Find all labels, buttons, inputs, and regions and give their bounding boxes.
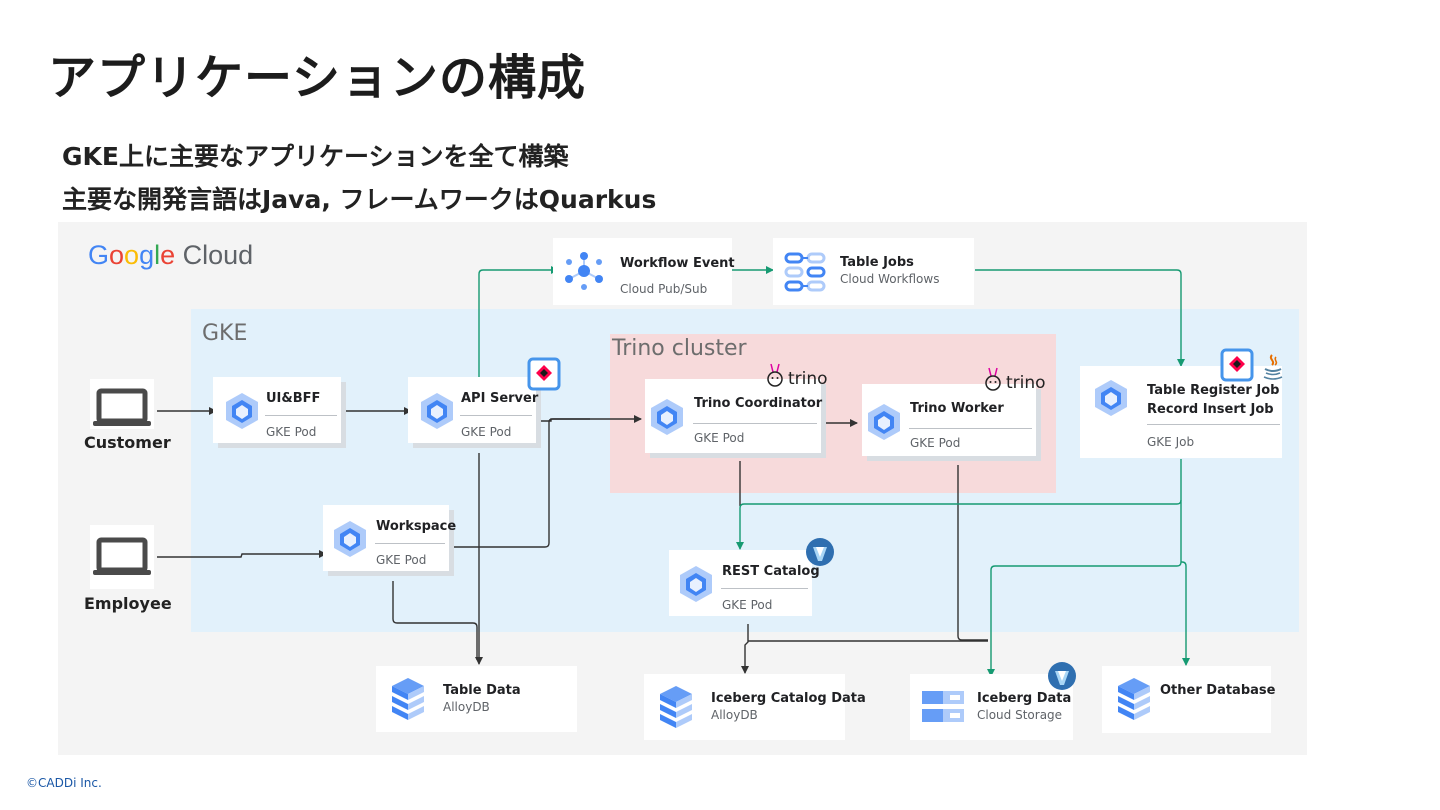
node-title: API Server	[461, 391, 539, 406]
gke-hexagon-icon	[334, 521, 366, 557]
gke-hexagon-icon	[680, 566, 712, 602]
quarkus-icon	[1220, 348, 1254, 382]
node-table-data[interactable]: Table Data AlloyDB	[376, 666, 577, 732]
node-title: Table Jobs	[840, 255, 914, 270]
gke-label: GKE	[202, 321, 248, 346]
node-subtitle: GKE Pod	[722, 598, 773, 612]
divider	[460, 415, 532, 416]
trino-logo-text: trino	[1006, 373, 1046, 393]
gke-hexagon-icon	[868, 404, 900, 440]
node-rest-catalog[interactable]: REST Catalog GKE Pod	[669, 550, 820, 616]
node-subtitle: GKE Pod	[266, 425, 317, 439]
iceberg-icon	[1048, 662, 1076, 690]
cloud-storage-icon	[922, 691, 964, 722]
employee-label: Employee	[84, 594, 172, 613]
node-subtitle: GKE Pod	[461, 425, 512, 439]
gke-hexagon-icon	[226, 393, 258, 429]
trino-bunny-icon	[985, 367, 1001, 391]
arrow-workspace-to-tabledata	[392, 581, 478, 660]
node-title: UI&BFF	[266, 391, 321, 406]
customer-label: Customer	[84, 433, 171, 452]
node-title: Workspace	[376, 519, 457, 534]
google-cloud-logo: Google Cloud	[88, 240, 254, 270]
laptop-icon	[93, 388, 151, 426]
node-title: Trino Coordinator	[694, 396, 823, 411]
iceberg-icon	[806, 538, 834, 566]
arrow-rest-to-catalogdata	[741, 624, 749, 674]
node-subtitle: Cloud Storage	[977, 708, 1063, 722]
gke-hexagon-icon	[1095, 380, 1127, 416]
bullet-2: 主要な開発言語はJava, フレームワークはQuarkus	[62, 185, 657, 214]
node-subtitle: Cloud Pub/Sub	[620, 282, 708, 296]
node-subtitle: AlloyDB	[443, 700, 490, 714]
customer-laptop	[90, 379, 154, 429]
quarkus-icon	[527, 357, 561, 391]
node-subtitle: GKE Pod	[694, 431, 745, 445]
bullet-1: GKE上に主要なアプリケーションを全て構築	[62, 142, 569, 171]
node-title-line2: Record Insert Job	[1147, 402, 1274, 417]
trino-bunny-icon	[767, 363, 783, 387]
divider	[909, 428, 1032, 429]
node-subtitle: AlloyDB	[711, 708, 758, 722]
arrow-workspace-to-coordinator	[454, 418, 590, 548]
node-title: REST Catalog	[722, 564, 820, 579]
gke-hexagon-icon	[421, 393, 453, 429]
node-subtitle: GKE Job	[1147, 435, 1195, 449]
node-title: Iceberg Data	[977, 691, 1072, 706]
copyright: ©CADDi Inc.	[26, 776, 102, 790]
node-workflow-event[interactable]: Workflow Event Cloud Pub/Sub	[553, 238, 735, 305]
node-iceberg-catalog-data[interactable]: Iceberg Catalog Data AlloyDB	[644, 674, 866, 740]
arrow-worker-to-icebergdata	[957, 465, 988, 641]
trino-cluster-label: Trino cluster	[612, 336, 747, 361]
divider	[693, 423, 817, 424]
node-ui-bff[interactable]: UI&BFF GKE Pod	[213, 377, 341, 443]
employee-laptop	[90, 525, 154, 589]
node-trino-worker[interactable]: Trino Worker GKE Pod	[862, 384, 1036, 456]
alloydb-icon	[1118, 678, 1150, 720]
arrow-workflows-to-job	[975, 269, 1185, 367]
node-subtitle: GKE Pod	[376, 553, 427, 567]
alloydb-icon	[660, 686, 692, 728]
laptop-icon	[93, 537, 151, 575]
arrow-employee-to-workspace	[157, 550, 327, 558]
trino-logo-text: trino	[788, 369, 828, 389]
node-title: Workflow Event	[620, 256, 735, 271]
java-icon	[1263, 354, 1283, 380]
arrow-api-to-pubsub	[478, 266, 559, 381]
arrow-job-to-otherdb	[1181, 561, 1190, 666]
node-api-server[interactable]: API Server GKE Pod	[408, 377, 539, 443]
divider	[265, 415, 337, 416]
node-title-line1: Table Register Job	[1147, 383, 1280, 398]
node-subtitle: Cloud Workflows	[840, 272, 940, 286]
divider	[1147, 424, 1280, 425]
node-trino-coordinator[interactable]: Trino Coordinator GKE Pod	[645, 379, 823, 453]
pubsub-icon	[565, 252, 603, 290]
node-title: Trino Worker	[910, 401, 1004, 416]
arrow-job-to-icebergdata	[987, 500, 1182, 677]
page-title: アプリケーションの構成	[48, 50, 587, 106]
alloydb-icon	[392, 678, 424, 720]
node-subtitle: GKE Pod	[910, 436, 961, 450]
node-title: Other Database	[1160, 683, 1276, 698]
divider	[375, 543, 445, 544]
arrow-job-to-rest	[736, 459, 1182, 550]
node-iceberg-data[interactable]: Iceberg Data Cloud Storage	[910, 674, 1073, 740]
divider	[721, 588, 808, 589]
node-other-database[interactable]: Other Database	[1102, 666, 1275, 733]
node-table-jobs[interactable]: Table Jobs Cloud Workflows	[773, 238, 974, 305]
node-workspace[interactable]: Workspace GKE Pod	[323, 505, 456, 571]
workflows-icon	[784, 252, 826, 292]
node-table-register-job[interactable]: Table Register Job Record Insert Job GKE…	[1080, 366, 1282, 458]
node-title: Table Data	[443, 683, 521, 698]
gke-hexagon-icon	[651, 399, 683, 435]
node-title: Iceberg Catalog Data	[711, 691, 866, 706]
